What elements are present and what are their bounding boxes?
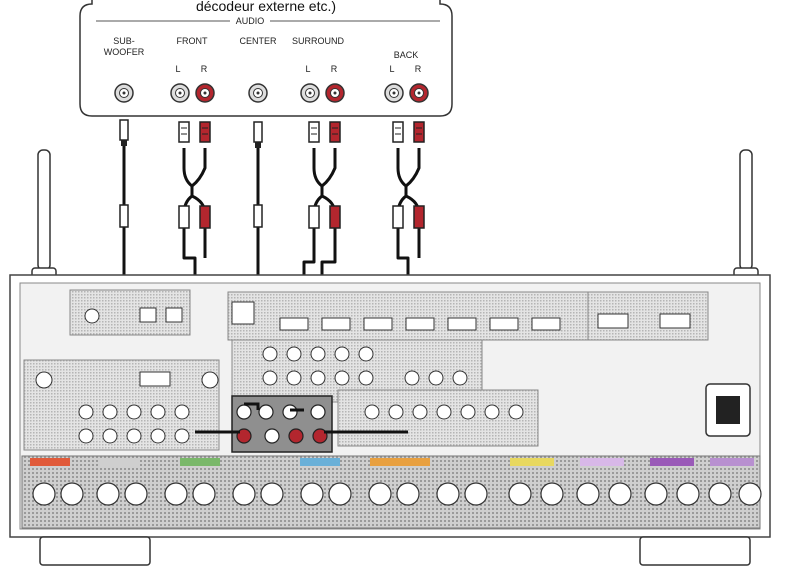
surround-label: SURROUND [292,36,345,46]
center-connect [244,402,260,410]
rca-jack-icon [384,83,404,103]
rca-plug-icon [253,121,263,148]
hdmi-block [227,291,589,341]
surround-split-top [312,148,337,188]
back-split-top [396,148,421,188]
subwoofer-label-1: SUB- [113,36,135,46]
rca-plug-icon [253,204,263,228]
receiver-rear-panel [9,274,771,566]
external-device: décodeur externe etc.) AUDIO SUB- WOOFER… [79,0,453,117]
rca-plug-icon [308,121,320,143]
power-inlet-icon [705,383,751,437]
rca-jack-icon [248,83,268,103]
network-ports [84,307,183,324]
rca-plug-icon [329,205,341,229]
speaker-terminals [32,482,762,506]
device-top-text: décodeur externe etc.) [196,0,336,14]
front-split-top [182,148,207,188]
surround-l-label: L [305,64,310,74]
rca-jack-icon [409,83,429,103]
preout-jacks [236,404,328,444]
rca-plug-icon [119,119,129,146]
analog-jacks [35,346,524,444]
rca-plug-icon [178,205,190,229]
rca-jack-icon [300,83,320,103]
speaker-color-tabs [30,458,754,466]
rca-jack-icon [325,83,345,103]
rca-plug-icon [178,121,190,143]
front-l-label: L [175,64,180,74]
rca-plug-icon [413,121,425,143]
rca-jack-icon [195,83,215,103]
subwoofer-label-2: WOOFER [104,47,145,57]
foot-right [639,536,751,566]
audio-group-label: AUDIO [236,16,265,26]
back-r-label: R [415,64,422,74]
rca-jack-icon [170,83,190,103]
rs232-port [139,371,171,387]
rca-plug-icon [199,121,211,143]
rca-plug-icon [329,121,341,143]
rca-plug-icon [392,121,404,143]
center-label: CENTER [239,36,277,46]
rca-plug-icon [308,205,320,229]
plugs-middle [119,204,425,229]
rca-plug-icon [119,204,129,228]
hdmi-ports [279,313,691,331]
front-label: FRONT [177,36,208,46]
plugs-top [119,119,425,148]
cable-connections [195,402,408,434]
front-r-label: R [201,64,208,74]
ethernet-port [231,301,255,325]
back-l-label: L [389,64,394,74]
surround-r-label: R [331,64,338,74]
rca-plug-icon [392,205,404,229]
foot-left [39,536,151,566]
back-label: BACK [394,50,419,60]
rca-plug-icon [413,205,425,229]
rca-plug-icon [199,205,211,229]
analog-block-left [23,359,220,451]
rca-jack-icon [114,83,134,103]
